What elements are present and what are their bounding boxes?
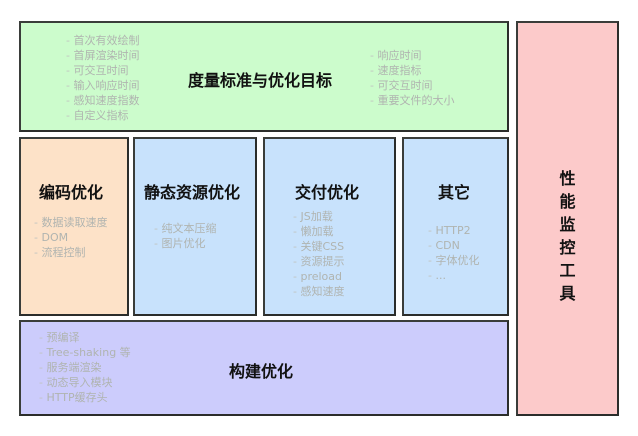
- list-item: 首屏渲染时间: [66, 48, 139, 63]
- delivery-optimization-box: 交付优化 JS加载 懒加载 关键CSS 资源提示 preload 感知速度: [263, 137, 396, 316]
- list-item: 重要文件的大小: [370, 93, 454, 108]
- build-list: 预编译 Tree-shaking 等 服务端渲染 动态导入模块 HTTP缓存头: [39, 330, 131, 405]
- list-item: HTTP2: [428, 223, 479, 238]
- static-title: 静态资源优化: [144, 183, 241, 202]
- performance-monitoring-tools-box: 性 能 监 控 工 具: [516, 21, 619, 416]
- list-item: 输入响应时间: [66, 78, 139, 93]
- delivery-title: 交付优化: [295, 183, 360, 202]
- coding-list: 数据读取速度 DOM 流程控制: [34, 215, 107, 260]
- list-item: JS加载: [293, 209, 344, 224]
- list-item: 流程控制: [34, 245, 107, 260]
- delivery-list: JS加载 懒加载 关键CSS 资源提示 preload 感知速度: [293, 209, 344, 299]
- other-optimization-box: 其它 HTTP2 CDN 字体优化 ...: [402, 137, 509, 316]
- list-item: DOM: [34, 230, 107, 245]
- list-item: 首次有效绘制: [66, 33, 139, 48]
- metrics-right-list: 响应时间 速度指标 可交互时间 重要文件的大小: [370, 48, 454, 108]
- other-list: HTTP2 CDN 字体优化 ...: [428, 223, 479, 283]
- list-item: 资源提示: [293, 254, 344, 269]
- monitor-title: 性 能 监 控 工 具: [559, 169, 576, 303]
- static-list: 纯文本压缩 图片优化: [154, 221, 216, 251]
- list-item: 懒加载: [293, 224, 344, 239]
- list-item: 自定义指标: [66, 108, 139, 123]
- list-item: 字体优化: [428, 253, 479, 268]
- list-item: 可交互时间: [370, 78, 454, 93]
- list-item: 响应时间: [370, 48, 454, 63]
- list-item: Tree-shaking 等: [39, 345, 130, 360]
- list-item: 感知速度指数: [66, 93, 139, 108]
- list-item: 纯文本压缩: [154, 221, 216, 236]
- list-item: CDN: [428, 238, 479, 253]
- list-item: preload: [293, 269, 344, 284]
- build-title: 构建优化: [229, 362, 294, 381]
- list-item: 预编译: [39, 330, 131, 345]
- other-title: 其它: [438, 183, 471, 202]
- list-item: 图片优化: [154, 236, 216, 251]
- metrics-goals-box: 首次有效绘制 首屏渲染时间 可交互时间 输入响应时间 感知速度指数 自定义指标 …: [19, 21, 509, 132]
- coding-optimization-box: 编码优化 数据读取速度 DOM 流程控制: [19, 137, 129, 316]
- list-item: 数据读取速度: [34, 215, 107, 230]
- list-item: 关键CSS: [293, 239, 344, 254]
- metrics-title: 度量标准与优化目标: [188, 71, 333, 90]
- metrics-left-list: 首次有效绘制 首屏渲染时间 可交互时间 输入响应时间 感知速度指数 自定义指标: [66, 33, 139, 123]
- list-item: 感知速度: [293, 284, 344, 299]
- build-optimization-box: 预编译 Tree-shaking 等 服务端渲染 动态导入模块 HTTP缓存头 …: [19, 320, 509, 416]
- list-item: HTTP缓存头: [39, 390, 131, 405]
- list-item: ...: [428, 268, 479, 283]
- list-item: 速度指标: [370, 63, 454, 78]
- list-item: 服务端渲染: [39, 360, 131, 375]
- static-resource-optimization-box: 静态资源优化 纯文本压缩 图片优化: [133, 137, 257, 316]
- list-item: 动态导入模块: [39, 375, 131, 390]
- list-item: 可交互时间: [66, 63, 139, 78]
- coding-title: 编码优化: [39, 183, 104, 202]
